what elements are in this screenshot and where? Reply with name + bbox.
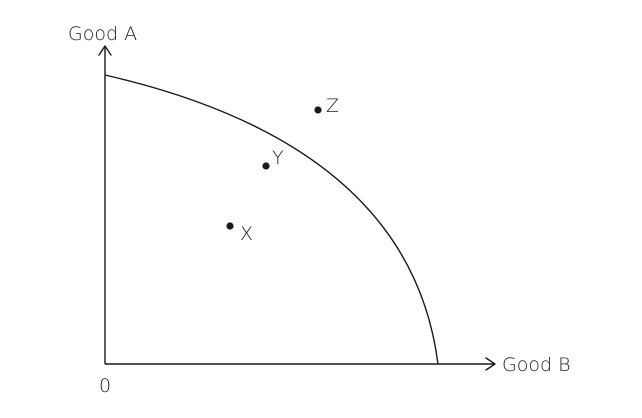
point-x-dot [226,222,234,230]
x-axis-arrow-icon [485,357,496,371]
frontier-curve [104,74,439,365]
point-x-label: X [240,223,253,245]
point-z-dot [314,106,322,114]
origin-label: 0 [99,375,111,397]
x-axis-label: Good B [502,354,571,376]
y-axis-label: Good A [68,23,137,45]
point-z-label: Z [326,95,339,117]
y-axis-arrow-icon [98,45,112,56]
point-y-label: Y [272,147,284,169]
point-y-dot [262,162,270,170]
